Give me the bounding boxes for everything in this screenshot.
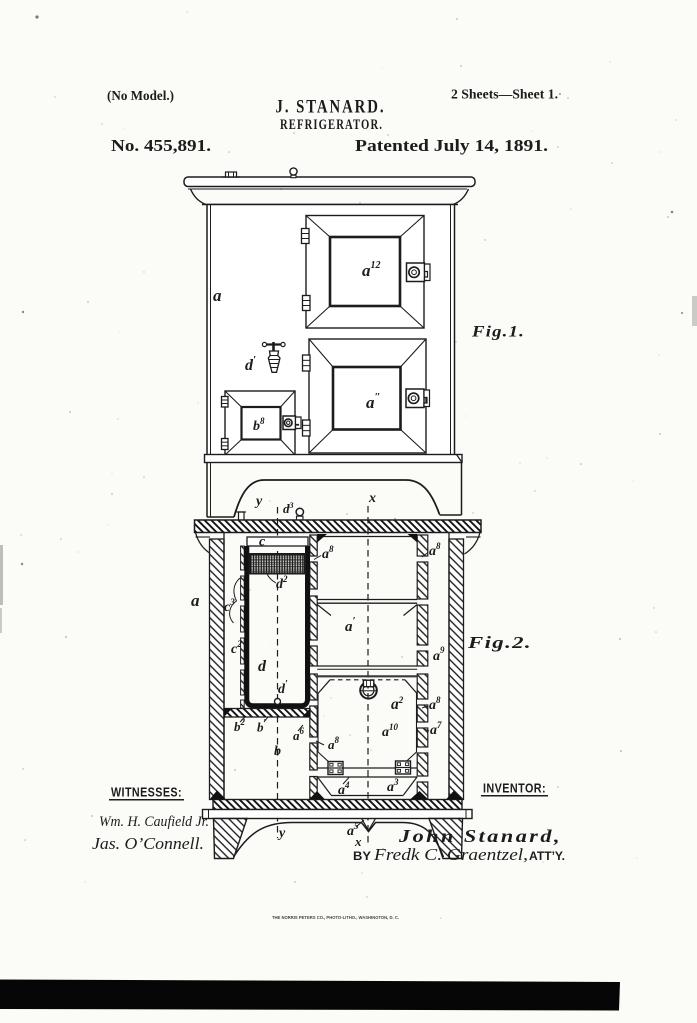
svg-text:J. STANARD.: J. STANARD. bbox=[276, 97, 386, 118]
svg-text:a: a bbox=[213, 286, 222, 305]
svg-text:d′: d′ bbox=[245, 354, 256, 374]
svg-text:b′: b′ bbox=[257, 718, 267, 735]
svg-text:d: d bbox=[258, 658, 267, 675]
svg-text:a: a bbox=[191, 591, 200, 610]
svg-text:INVENTOR:: INVENTOR: bbox=[483, 781, 546, 796]
svg-text:BY: BY bbox=[353, 849, 371, 863]
svg-text:THE NORRIS PETERS CO., PHOTO-L: THE NORRIS PETERS CO., PHOTO-LITHO., WAS… bbox=[272, 915, 399, 921]
svg-text:c3: c3 bbox=[224, 597, 235, 615]
svg-text:a8: a8 bbox=[328, 735, 340, 752]
svg-text:b: b bbox=[274, 744, 281, 759]
svg-text:Fig.1.: Fig.1. bbox=[471, 324, 525, 341]
svg-text:d3: d3 bbox=[283, 501, 294, 516]
svg-text:a6: a6 bbox=[293, 726, 305, 743]
svg-text:ATT’Y.: ATT’Y. bbox=[529, 851, 565, 863]
svg-text:2 Sheets—Sheet 1.: 2 Sheets—Sheet 1. bbox=[451, 87, 558, 102]
svg-text:REFRIGERATOR.: REFRIGERATOR. bbox=[280, 117, 383, 133]
svg-text:y: y bbox=[277, 826, 286, 841]
svg-text:Fig.2.: Fig.2. bbox=[467, 633, 532, 652]
svg-text:Jas. O’Connell.: Jas. O’Connell. bbox=[92, 834, 204, 853]
svg-text:b2: b2 bbox=[234, 717, 246, 734]
svg-text:Fredk C. Graentzel,: Fredk C. Graentzel, bbox=[373, 845, 528, 864]
svg-text:c: c bbox=[259, 535, 266, 550]
svg-text:d′: d′ bbox=[278, 679, 288, 697]
svg-text:c2: c2 bbox=[231, 639, 242, 657]
svg-text:(No Model.): (No Model.) bbox=[107, 88, 174, 103]
svg-text:Wm. H. Caufield Jr.: Wm. H. Caufield Jr. bbox=[99, 814, 209, 830]
svg-text:No. 455,891.: No. 455,891. bbox=[111, 136, 211, 155]
svg-text:Patented July 14, 1891.: Patented July 14, 1891. bbox=[355, 136, 548, 155]
svg-text:x: x bbox=[354, 834, 362, 849]
svg-text:x: x bbox=[368, 491, 376, 506]
svg-text:a′: a′ bbox=[345, 615, 356, 635]
svg-text:John Stanard,: John Stanard, bbox=[398, 826, 562, 846]
svg-text:WITNESSES:: WITNESSES: bbox=[111, 785, 182, 800]
svg-text:y: y bbox=[254, 494, 263, 509]
